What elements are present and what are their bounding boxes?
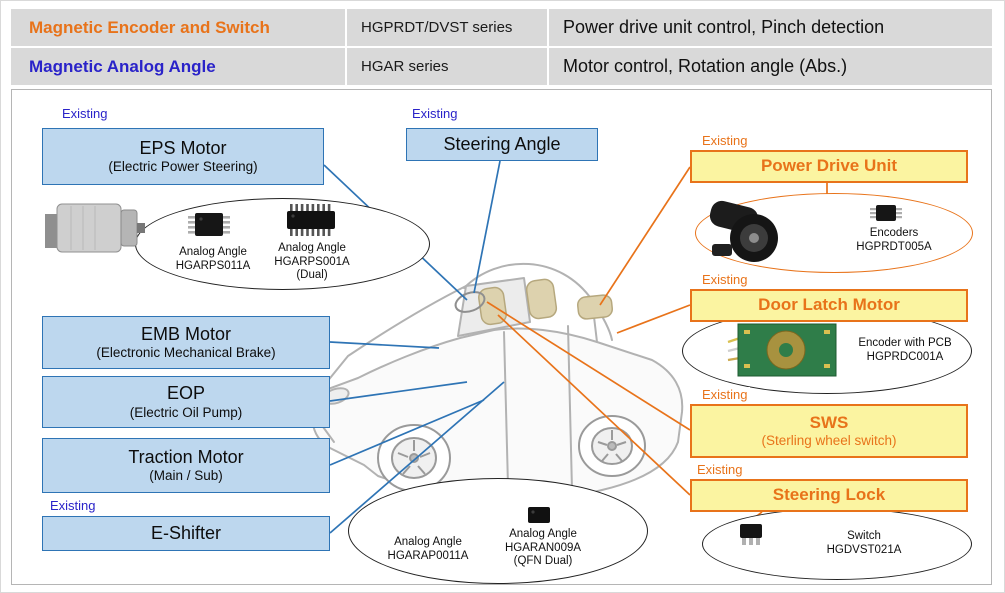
pdu-encoder-chip-icon <box>870 205 902 221</box>
eop-subtitle: (Electric Oil Pump) <box>129 404 243 420</box>
eps-motor-subtitle: (Electric Power Steering) <box>108 159 258 175</box>
existing-label-steering-angle: Existing <box>410 106 460 121</box>
existing-label-eshifter: Existing <box>48 498 98 513</box>
eshifter-title: E-Shifter <box>150 522 222 543</box>
label-line: (QFN Dual) <box>513 555 573 568</box>
label-line: HGPRDT005A <box>856 240 932 253</box>
emb-motor-box: EMB Motor (Electronic Mechanical Brake) <box>42 316 330 369</box>
eps-motor-image <box>45 203 145 253</box>
application-diagram: Analog Angle HGARPS011A Analog Angle HGA… <box>11 89 992 585</box>
eop-title: EOP <box>166 383 205 404</box>
eop-box: EOP (Electric Oil Pump) <box>42 376 330 428</box>
encoder-pcb-image <box>727 323 837 377</box>
soic8-chip-icon <box>188 213 230 236</box>
product-table: Magnetic Encoder and Switch HGPRDT/DVST … <box>11 9 992 85</box>
steering-angle-box: Steering Angle <box>406 128 598 161</box>
steering-lock-title: Steering Lock <box>772 485 886 505</box>
label-line: Encoder with PCB <box>858 337 952 349</box>
door-latch-motor-title: Door Latch Motor <box>758 295 900 315</box>
label-line: Analog Angle <box>509 528 577 540</box>
pdu-motor-image <box>709 200 778 262</box>
eps-motor-title: EPS Motor <box>139 137 227 158</box>
door-latch-encoder-label: Encoder with PCB HGPRDC001A <box>844 337 966 364</box>
table-row1-series: HGPRDT/DVST series <box>347 9 547 46</box>
steering-lock-box: Steering Lock <box>690 479 968 512</box>
sop16-chip-icon <box>287 204 335 236</box>
table-row2-application: Motor control, Rotation angle (Abs.) <box>549 48 992 85</box>
sws-title: SWS <box>809 412 849 432</box>
label-line: Encoders <box>869 227 919 239</box>
eps-motor-box: EPS Motor (Electric Power Steering) <box>42 128 324 185</box>
qfn-chip-icon <box>528 507 550 523</box>
steering-angle-title: Steering Angle <box>443 133 561 154</box>
eshifter-chip2-label: Analog Angle HGARAN009A (QFN Dual) <box>484 528 602 569</box>
sws-box: SWS (Sterling wheel switch) <box>690 404 968 458</box>
steering-lock-switch-label: Switch HGDVST021A <box>808 530 920 557</box>
sws-subtitle: (Sterling wheel switch) <box>761 433 897 449</box>
label-line: HGARPS011A <box>175 259 251 272</box>
existing-label-sws: Existing <box>700 387 750 402</box>
eshifter-chip1-label: Analog Angle HGARAP0011A <box>372 536 484 563</box>
label-line: Switch <box>847 530 881 542</box>
table-row2-name: Magnetic Analog Angle <box>11 48 345 85</box>
traction-motor-title: Traction Motor <box>128 446 244 467</box>
eshifter-box: E-Shifter <box>42 516 330 551</box>
label-line: HGARAN009A <box>504 541 582 554</box>
pdu-encoder-label: Encoders HGPRDT005A <box>838 227 950 254</box>
emb-motor-title: EMB Motor <box>140 323 232 344</box>
emb-motor-subtitle: (Electronic Mechanical Brake) <box>96 345 276 361</box>
label-line: (Dual) <box>296 269 328 282</box>
existing-label-steering-lock: Existing <box>695 462 745 477</box>
table-row1-application: Power drive unit control, Pinch detectio… <box>549 9 992 46</box>
sot23-switch-chip-icon <box>740 524 762 545</box>
label-line: HGDVST021A <box>826 543 902 556</box>
table-row1-name: Magnetic Encoder and Switch <box>11 9 345 46</box>
label-line: Analog Angle <box>394 536 462 548</box>
label-line: Analog Angle <box>278 242 346 254</box>
existing-label-pdu: Existing <box>700 133 750 148</box>
traction-motor-box: Traction Motor (Main / Sub) <box>42 438 330 493</box>
power-drive-unit-box: Power Drive Unit <box>690 150 968 183</box>
steering-lock-switch-callout <box>702 508 972 580</box>
label-line: Analog Angle <box>179 246 247 258</box>
label-line: HGARPS001A <box>274 255 350 268</box>
power-drive-unit-title: Power Drive Unit <box>760 156 898 176</box>
existing-label-eps: Existing <box>60 106 110 121</box>
traction-motor-subtitle: (Main / Sub) <box>149 468 223 484</box>
label-line: HGPRDC001A <box>866 350 944 363</box>
eps-chip1-label: Analog Angle HGARPS011A <box>162 246 264 273</box>
existing-label-door-latch: Existing <box>700 272 750 287</box>
eps-chip2-label: Analog Angle HGARPS001A (Dual) <box>258 242 366 283</box>
door-latch-motor-box: Door Latch Motor <box>690 289 968 322</box>
table-row2-series: HGAR series <box>347 48 547 85</box>
label-line: HGARAP0011A <box>387 549 469 562</box>
